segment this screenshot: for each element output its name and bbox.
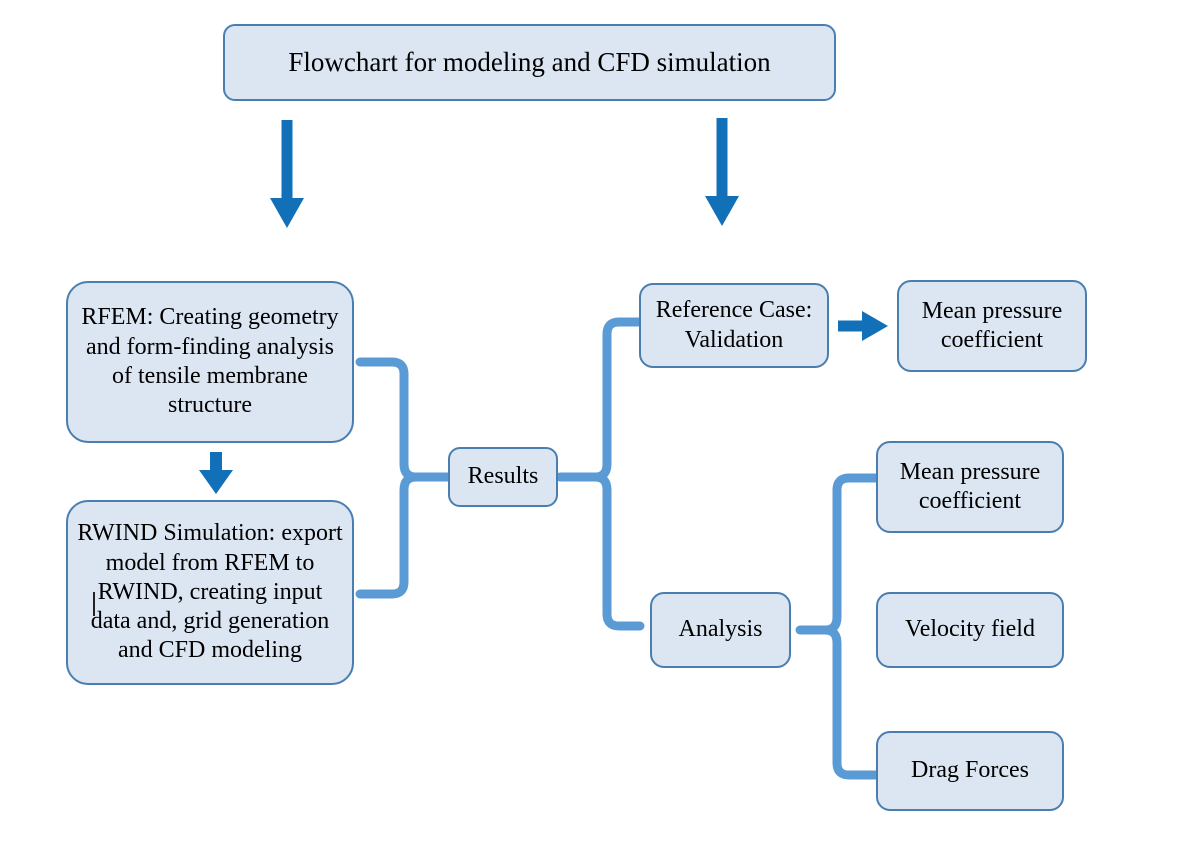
arrow-title-to-reference-case <box>705 118 739 226</box>
node-analysis[interactable]: Analysis <box>650 592 791 668</box>
node-rfem[interactable]: RFEM: Creating geometry and form-finding… <box>66 281 354 443</box>
node-mean-pressure-coefficient-analysis[interactable]: Mean pressure coefficient <box>876 441 1064 533</box>
node-mean-pressure-coefficient-validation[interactable]: Mean pressure coefficient <box>897 280 1087 372</box>
node-drag-forces[interactable]: Drag Forces <box>876 731 1064 811</box>
arrow-title-to-rfem <box>270 120 304 228</box>
arrow-reference-case-to-mean-pressure-coefficient <box>838 311 888 341</box>
node-title[interactable]: Flowchart for modeling and CFD simulatio… <box>223 24 836 101</box>
node-reference-case[interactable]: Reference Case: Validation <box>639 283 829 368</box>
text-cursor-artifact <box>93 592 95 616</box>
node-velocity-field[interactable]: Velocity field <box>876 592 1064 668</box>
arrow-rfem-to-rwind <box>199 452 233 494</box>
brace-analysis-to-outputs <box>795 473 881 780</box>
node-rwind[interactable]: RWIND Simulation: export model from RFEM… <box>66 500 354 685</box>
node-results[interactable]: Results <box>448 447 558 507</box>
brace-results-to-branches <box>555 317 645 631</box>
brace-left-group-to-results <box>355 357 453 599</box>
